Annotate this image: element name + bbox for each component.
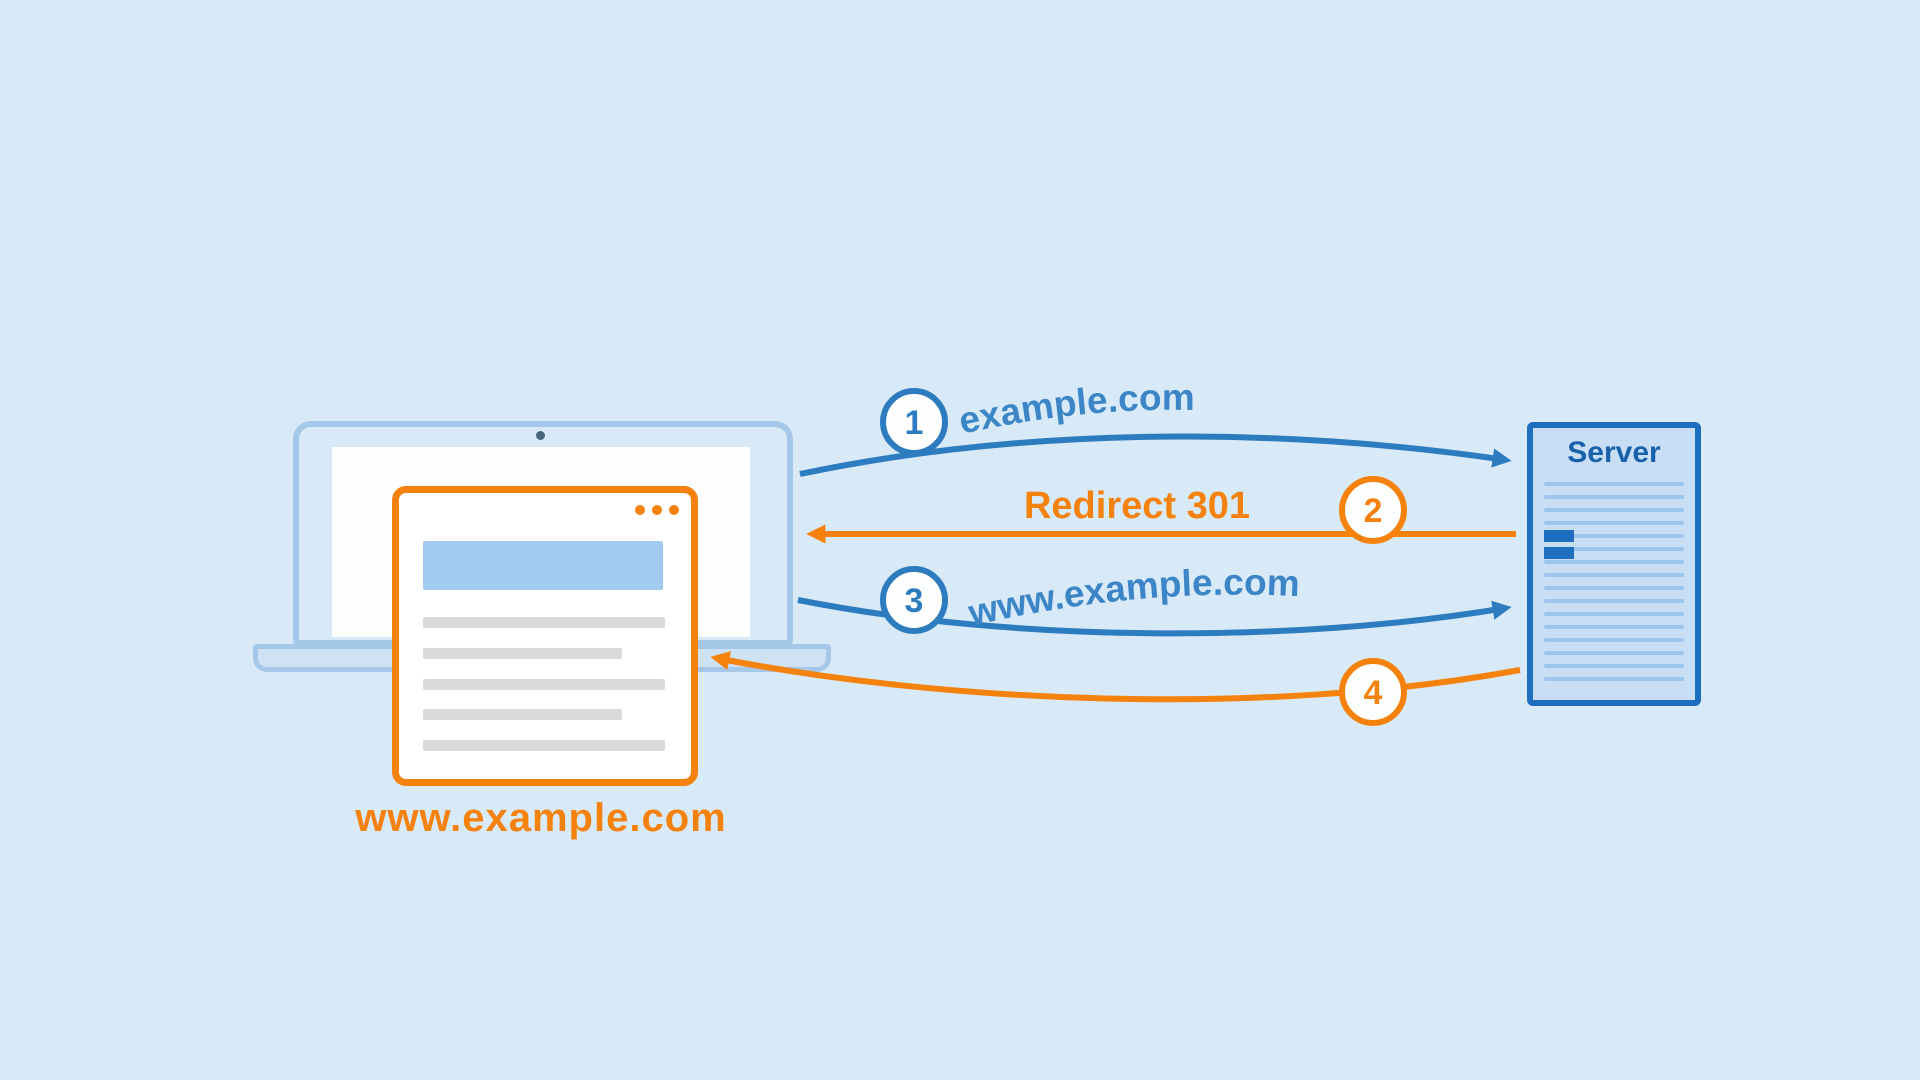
content-line <box>423 740 665 751</box>
step-label-1: example.com <box>955 377 1195 442</box>
content-line <box>423 648 622 659</box>
step-number-1: 1 <box>905 404 924 442</box>
content-line <box>423 679 665 690</box>
step-circle-1 <box>880 388 948 456</box>
server-lines <box>1544 482 1684 690</box>
step-number-2: 2 <box>1364 492 1383 530</box>
step-circle-3 <box>880 566 948 634</box>
step-circle-2 <box>1339 476 1407 544</box>
content-line <box>423 617 665 628</box>
window-dot-icon <box>652 505 662 515</box>
browser-window <box>392 486 698 786</box>
window-dot-icon <box>635 505 645 515</box>
server-highlight-icon <box>1544 530 1574 564</box>
browser-url-label: www.example.com <box>355 796 727 840</box>
step-number-3: 3 <box>905 582 924 620</box>
content-line <box>423 709 622 720</box>
browser-banner <box>423 541 663 590</box>
server: Server <box>1527 422 1701 706</box>
server-title: Server <box>1567 436 1661 469</box>
window-control-dots-icon <box>635 505 679 515</box>
step-number-4: 4 <box>1364 674 1383 712</box>
window-dot-icon <box>669 505 679 515</box>
step-label-redirect-301: Redirect 301 <box>1023 485 1250 527</box>
arrow-step-1 <box>799 433 1512 477</box>
step-circle-4 <box>1339 658 1407 726</box>
step-label-3: www.example.com <box>964 562 1301 634</box>
camera-dot-icon <box>536 431 545 440</box>
